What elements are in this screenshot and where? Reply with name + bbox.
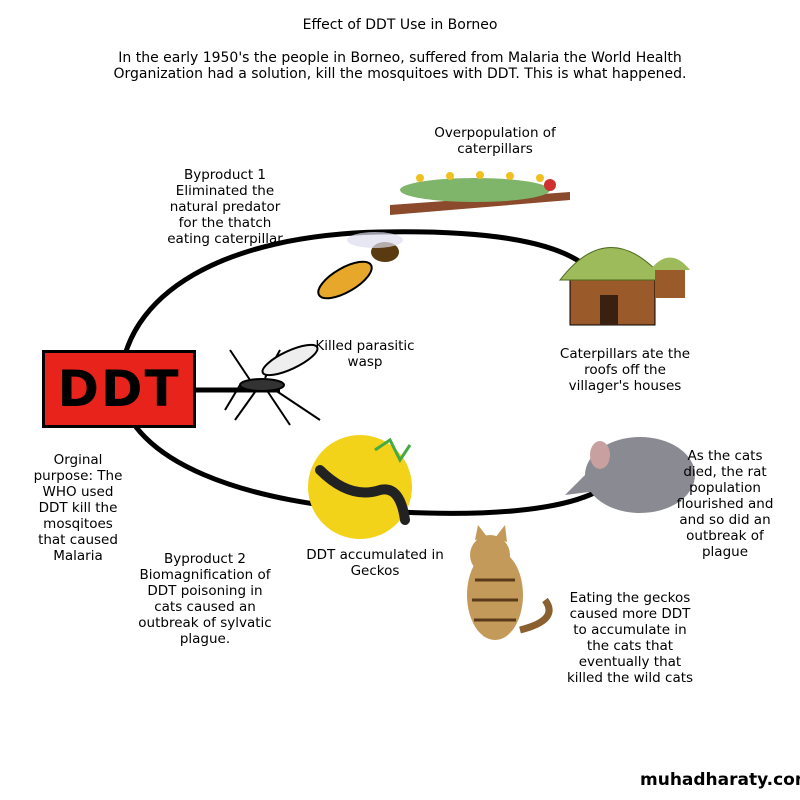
label-roofs: Caterpillars ate the roofs off the villa… xyxy=(559,346,691,394)
rat-icon xyxy=(565,437,695,513)
hut-icon xyxy=(558,247,690,326)
label-byproduct1: Byproduct 1 Eliminated the natural preda… xyxy=(167,167,283,247)
mosquito-icon xyxy=(224,343,321,426)
label-geckos: DDT accumulated in Geckos xyxy=(306,547,444,579)
watermark: muhadharaty.com xyxy=(640,770,800,790)
label-wasp: Killed parasitic wasp xyxy=(315,338,415,370)
label-byproduct2: Byproduct 2 Biomagnification of DDT pois… xyxy=(138,551,272,647)
label-cats: Eating the geckos caused more DDT to acc… xyxy=(566,590,694,686)
gecko-icon xyxy=(308,435,412,539)
label-overpopulation: Overpopulation of caterpillars xyxy=(434,125,556,157)
wasp-icon xyxy=(317,232,403,300)
label-rats: As the cats died, the rat population flo… xyxy=(676,448,774,560)
label-original-purpose: Orginal purpose: The WHO used DDT kill t… xyxy=(33,452,123,564)
cat-icon xyxy=(467,525,553,640)
caterpillar-icon xyxy=(390,171,570,215)
intro-text: In the early 1950's the people in Borneo… xyxy=(113,50,687,82)
title: Effect of DDT Use in Borneo xyxy=(302,17,498,33)
ddt-box: DDT xyxy=(42,350,196,428)
